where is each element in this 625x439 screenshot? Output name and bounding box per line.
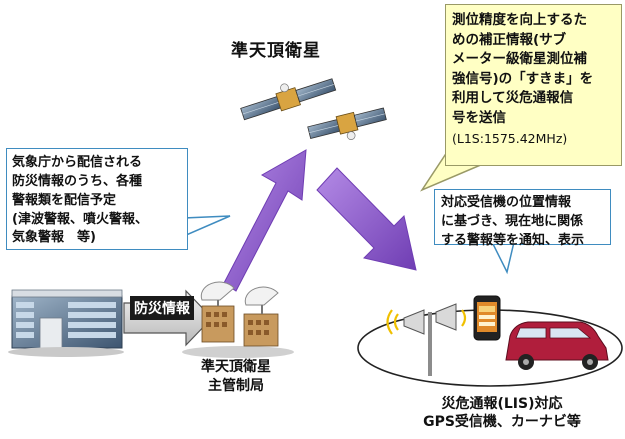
loudspeaker-icon [386, 303, 467, 376]
callout-correction-line: 利用して災危通報信 [452, 90, 574, 107]
callout-correction-line: メーター級衛星測位補 [452, 51, 587, 68]
callout-jma-pointer [183, 215, 231, 238]
callout-receiver-line: に基づき、現在地に関係 [441, 213, 584, 229]
receiver-device-label: 災危通報(LIS)対応 GPS受信機、カーナビ等 [402, 395, 602, 431]
callout-jma-line: 気象庁から配信される [12, 155, 143, 170]
downlink-arrow [316, 167, 417, 271]
callout-jma-line: 気象警報 等) [12, 230, 96, 246]
uplink-arrow [223, 149, 307, 292]
satellite-title: 準天頂衛星 [231, 41, 321, 61]
control-station-label-line: 準天頂衛星 [201, 359, 271, 375]
bousai-info-label: 防災情報 [130, 296, 194, 320]
callout-correction-frequency: (L1S:1575.42MHz) [452, 131, 568, 147]
control-station-label-line: 主管制局 [208, 377, 264, 394]
jma-building-icon [8, 289, 124, 357]
receiver-device-label-line: 災危通報(LIS)対応 [441, 396, 563, 412]
callout-correction-line: 号を送信 [452, 109, 506, 126]
receiver-device-label-line: GPS受信機、カーナビ等 [423, 414, 581, 431]
callout-jma-line: 警報類を配信予定 [12, 192, 117, 208]
control-station-icon [182, 281, 294, 358]
satellite-icon-1 [240, 78, 337, 121]
car-icon [505, 321, 609, 370]
callout-correction-line: 測位精度を向上するた [452, 12, 587, 28]
callout-jma-line: (津波警報、噴火警報、 [12, 211, 148, 227]
callout-jma-line: 防災情報のうち、各種 [12, 173, 143, 189]
callout-jma-info: 気象庁から配信される 防災情報のうち、各種 警報類を配信予定 (津波警報、噴火警… [6, 148, 188, 250]
control-station-label: 準天頂衛星 主管制局 [186, 358, 286, 396]
callout-correction-line: 強信号)の「すきま」を [452, 70, 594, 87]
callout-correction-info: 測位精度を向上するた めの補正情報(サブ メーター級衛星測位補 強信号)の「すき… [445, 4, 622, 166]
callout-receiver-line: 対応受信機の位置情報 [441, 195, 572, 210]
smartphone-icon [473, 295, 501, 341]
callout-correction-line: めの補正情報(サブ [452, 31, 567, 48]
callout-receiver-line: する警報等を通知、表示 [441, 232, 585, 248]
satellite-icon-2 [307, 107, 387, 140]
callout-receiver-info: 対応受信機の位置情報 に基づき、現在地に関係 する警報等を通知、表示 [434, 189, 611, 248]
